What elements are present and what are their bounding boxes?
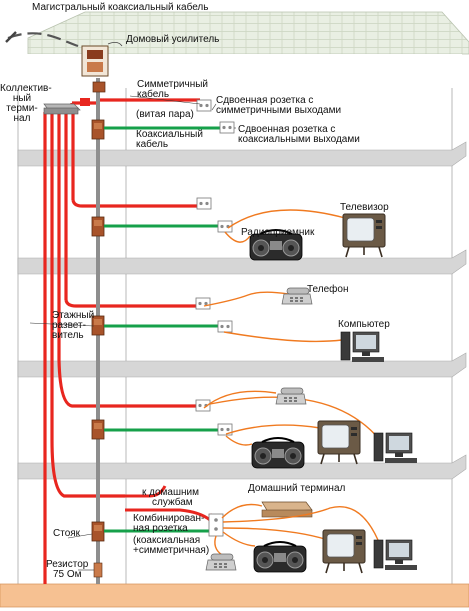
to-home-services-label-1: к домашним <box>142 487 199 498</box>
tv-label: Телевизор <box>340 202 389 213</box>
radio-label: Радиоприемник <box>241 227 315 238</box>
floor-slabs <box>17 141 467 480</box>
floor-splitter-label-1: Этажный <box>52 310 95 321</box>
red-riser-cables <box>43 98 200 584</box>
collective-terminal-label-3: терми- <box>6 103 38 114</box>
combined-socket <box>208 513 224 537</box>
resistor-label-1: Резистор <box>46 559 89 570</box>
floor-splitter-label-3: витель <box>52 330 84 341</box>
combined-socket-label-4: +симметричная) <box>133 545 210 556</box>
combined-socket-label-1: Комбинирован- <box>133 513 205 524</box>
dual-socket-sym-label-2: симметричными выходами <box>216 105 342 116</box>
foundation <box>0 583 469 608</box>
floor-splitter-label-2: развет- <box>52 320 86 331</box>
computer-label: Компьютер <box>338 319 390 330</box>
collective-terminal-label-2: ный <box>12 93 32 104</box>
coax-cable-label-2: кабель <box>136 139 169 150</box>
combined-socket-label-2: ная розетка <box>133 523 188 534</box>
symmetric-cable-label-2: кабель <box>137 89 170 100</box>
coax-cable-label-1: Коаксиальный <box>136 129 203 140</box>
collective-terminal-device <box>43 103 81 115</box>
amplifier-label: Домовый усилитель <box>126 34 220 45</box>
phone-label: Телефон <box>307 284 349 295</box>
main-cable-label: Магистральный коаксиальный кабель <box>32 2 209 13</box>
resistor-device <box>93 562 103 578</box>
main-coax-cable <box>7 32 79 48</box>
to-home-services-label-2: службам <box>152 497 193 508</box>
symmetric-cable-label-1: Симметричный <box>137 79 209 90</box>
dual-socket-coax-label-1: Сдвоенная розетка с <box>238 124 336 135</box>
twisted-pair-label: (витая пара) <box>136 109 194 120</box>
collective-terminal-label-4: нал <box>13 113 31 124</box>
home-terminal-label: Домашний терминал <box>248 483 346 494</box>
collective-terminal-label-1: Коллектив- <box>0 83 52 94</box>
dual-socket-coax-label-2: коаксиальными выходами <box>238 134 360 145</box>
combined-socket-label-3: (коаксиальная <box>133 535 201 546</box>
dual-socket-sym-label-1: Сдвоенная розетка с <box>216 95 314 106</box>
building-wall-right <box>126 54 462 584</box>
riser-label: Стояк <box>53 528 81 539</box>
house-amplifier <box>81 45 109 77</box>
resistor-label-2: 75 Ом <box>53 569 82 580</box>
green-coax-cables <box>104 126 220 533</box>
